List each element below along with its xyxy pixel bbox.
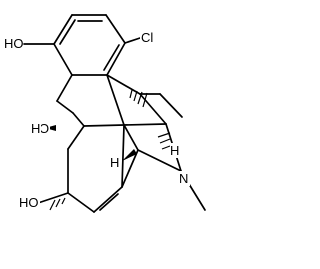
alcohol-oh-text: HO xyxy=(19,195,39,210)
n-methyl-bond xyxy=(188,183,206,211)
atom-label-h-ring: H xyxy=(110,155,120,170)
ring-c-double-bond xyxy=(99,193,119,211)
framework-bond xyxy=(137,149,182,172)
chemical-structure-diagram: HO Cl O HO N H H H xyxy=(2,14,206,213)
atom-label-chloro: Cl xyxy=(140,29,156,45)
stereo-h-bridge-text: H xyxy=(170,143,179,158)
framework-bond xyxy=(123,124,139,151)
alcohol-bond xyxy=(37,192,69,204)
framework-bond xyxy=(139,93,167,125)
hashed-wedge-alcohol xyxy=(49,197,66,211)
wedge-ether-h xyxy=(45,125,56,131)
ring-c-bond xyxy=(67,125,85,150)
stereo-h-ring-text: H xyxy=(110,155,119,170)
phenol-oh-text: HO xyxy=(4,36,24,51)
furan-bond xyxy=(83,124,125,127)
ether-bond xyxy=(56,100,74,114)
atom-label-alcohol-oh: HO xyxy=(18,195,40,210)
framework-bond xyxy=(106,74,141,95)
aryl-ether-bond xyxy=(56,74,73,102)
ring-bond xyxy=(53,43,73,76)
ring-c-bond xyxy=(93,186,123,213)
chloro-bond xyxy=(124,37,141,44)
ring-c-bond xyxy=(67,192,95,213)
framework-bond xyxy=(121,149,139,188)
atom-label-h-bridge: H xyxy=(170,143,180,158)
ring-double-bond xyxy=(59,19,76,45)
chloro-text: Cl xyxy=(141,30,153,45)
amine-n-text: N xyxy=(179,171,188,186)
atom-label-amine: N xyxy=(178,171,190,186)
wedge-ring-h xyxy=(122,149,137,161)
bridge-bond xyxy=(159,93,183,118)
ether-oxygen-text: O xyxy=(39,121,49,136)
atom-label-h-ether: H xyxy=(31,121,41,136)
ring-bond xyxy=(106,42,126,76)
ring-bond xyxy=(53,14,73,45)
furan-bond xyxy=(72,112,85,127)
stereo-h-ether-text: H xyxy=(31,121,40,136)
hashed-wedge-ring xyxy=(157,132,171,150)
ring-c-bond xyxy=(121,124,125,188)
ring-double-bond xyxy=(103,44,120,71)
framework-bond xyxy=(123,123,167,126)
hashed-wedge-bridge xyxy=(129,89,148,108)
aromatic-ring xyxy=(53,14,126,76)
ring-bond xyxy=(105,14,126,44)
atom-label-phenol-oh: HO xyxy=(2,36,24,51)
framework-bond xyxy=(106,74,125,126)
